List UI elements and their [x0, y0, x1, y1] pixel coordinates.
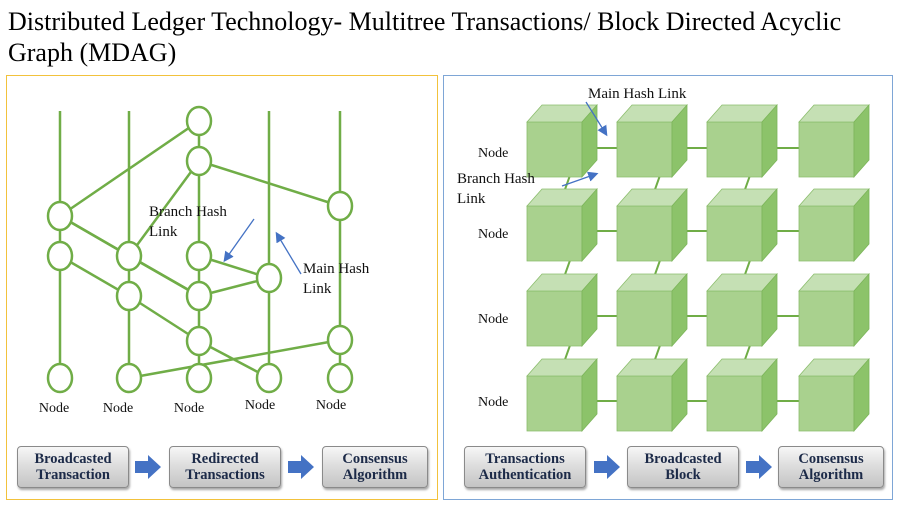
graph-node	[46, 240, 74, 272]
graph-node	[326, 190, 354, 222]
branch-hash-arrow	[561, 171, 599, 187]
graph-node	[115, 362, 143, 394]
graph-nodes	[46, 105, 354, 394]
block-cube	[798, 273, 870, 347]
block-cube	[706, 273, 778, 347]
branch-link	[128, 338, 341, 380]
graph-node	[185, 280, 213, 312]
flow-arrow-icon	[746, 455, 772, 479]
graph-node	[255, 362, 283, 394]
block-cube	[798, 358, 870, 432]
flow-step-redirected-transactions: Redirected Transactions	[169, 446, 281, 488]
graph-node	[185, 240, 213, 272]
block-cube	[616, 104, 688, 178]
block-dag-graph: Main Hash Link Branch Hash Link Node Nod…	[457, 86, 870, 432]
branch-link	[59, 119, 200, 218]
node-label: Node	[39, 401, 69, 416]
node-label: Node	[478, 146, 508, 161]
node-label: Node	[245, 398, 275, 413]
block-cube	[526, 104, 598, 178]
block-cube	[526, 273, 598, 347]
branch-link	[128, 294, 200, 343]
main-hash-link-label: Main Hash Link	[588, 86, 687, 102]
multitree-graph: Branch Hash Link Main Hash Link Node Nod…	[39, 105, 370, 416]
node-label: Node	[103, 401, 133, 416]
page-title: Distributed Ledger Technology- Multitree…	[8, 7, 842, 67]
flow-step-broadcasted-block: Broadcasted Block	[627, 446, 739, 488]
block-cube	[706, 188, 778, 262]
graph-node	[115, 240, 143, 272]
flow-arrow-icon	[594, 455, 620, 479]
branch-link	[198, 159, 341, 208]
branch-hash-label-line2: Link	[457, 191, 486, 207]
flow-arrow-icon	[288, 455, 314, 479]
node-label: Node	[478, 312, 508, 327]
main-hash-label-line1: Main Hash	[303, 261, 370, 277]
graph-node	[255, 262, 283, 294]
block-cube	[616, 188, 688, 262]
block-cube	[706, 104, 778, 178]
branch-hash-label-line2: Link	[149, 224, 178, 240]
node-label: Node	[316, 398, 346, 413]
graph-node	[185, 362, 213, 394]
branch-link	[127, 160, 201, 257]
flow-step-consensus-algorithm: Consensus Algorithm	[322, 446, 428, 488]
graph-node	[185, 105, 213, 137]
flow-arrow-icon	[135, 455, 161, 479]
block-cube	[798, 104, 870, 178]
main-hash-label-line2: Link	[303, 281, 332, 297]
node-label: Node	[478, 395, 508, 410]
node-label: Node	[478, 227, 508, 242]
block-cube	[526, 188, 598, 262]
block-grid	[526, 104, 870, 432]
graph-node	[326, 324, 354, 356]
block-dag-panel: Main Hash Link Branch Hash Link Node Nod…	[443, 75, 893, 500]
graph-node	[185, 325, 213, 357]
node-label: Node	[174, 401, 204, 416]
block-cube	[798, 188, 870, 262]
branch-hash-label-line1: Branch Hash	[149, 204, 227, 220]
multitree-panel: Branch Hash Link Main Hash Link Node Nod…	[6, 75, 438, 500]
main-hash-arrow	[585, 101, 608, 137]
graph-node	[326, 362, 354, 394]
branch-hash-label-line1: Branch Hash	[457, 171, 535, 187]
block-cube	[706, 358, 778, 432]
main-hash-arrow	[275, 231, 302, 275]
graph-node	[46, 362, 74, 394]
graph-node	[185, 145, 213, 177]
graph-node	[46, 200, 74, 232]
flow-step-broadcasted-transaction: Broadcasted Transaction	[17, 446, 129, 488]
flow-step-transactions-authentication: Transactions Authentication	[464, 446, 586, 488]
block-cube	[616, 358, 688, 432]
flow-step-consensus-algorithm: Consensus Algorithm	[778, 446, 884, 488]
graph-node	[115, 280, 143, 312]
block-cube	[616, 273, 688, 347]
branch-hash-arrow	[223, 218, 255, 263]
block-cube	[526, 358, 598, 432]
